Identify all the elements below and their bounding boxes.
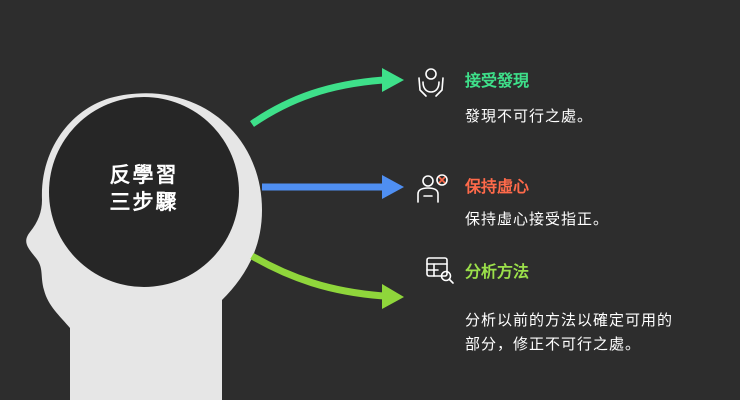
step-3-description-line-2: 部分，修正不可行之處。	[465, 335, 642, 353]
step-1-title: 接受發現	[465, 71, 530, 90]
step-2-title: 保持虛心	[465, 177, 530, 196]
arrow-bottom	[250, 252, 404, 309]
center-title-line-1: 反學習	[109, 163, 179, 187]
center-title-line-2: 三步驟	[109, 190, 179, 214]
step-2-description: 保持虛心接受指正。	[465, 210, 610, 228]
step-3-title: 分析方法	[465, 262, 530, 281]
step-1-description: 發現不可行之處。	[465, 107, 594, 125]
rejected-person-icon	[417, 174, 448, 203]
arrow-middle	[262, 175, 404, 199]
head-center-circle	[49, 97, 239, 287]
arrow-top	[250, 68, 404, 127]
step-3-description: 分析以前的方法以確定可用的 部分，修正不可行之處。	[465, 308, 673, 356]
table-search-icon	[426, 257, 454, 284]
open-hands-person-icon	[418, 68, 444, 97]
step-3-description-line-1: 分析以前的方法以確定可用的	[465, 311, 674, 329]
center-title: 反學習 三步驟	[88, 162, 200, 216]
